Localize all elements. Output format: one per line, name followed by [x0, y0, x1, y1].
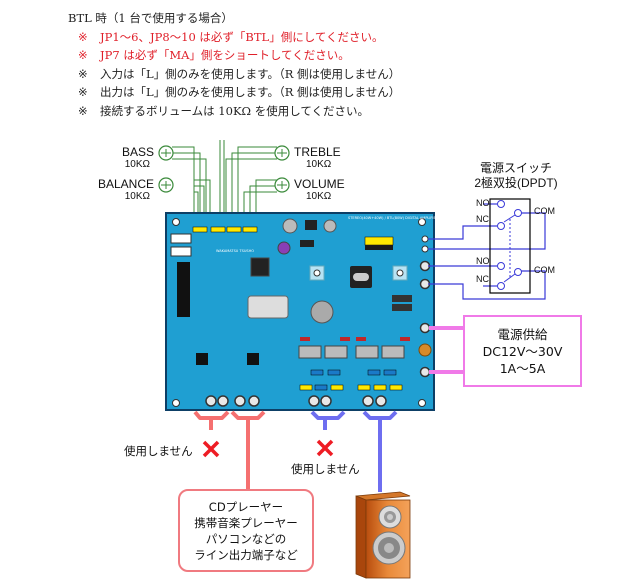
- switch-title: 電源スイッチ: [480, 161, 552, 175]
- notes-heading: BTL 時（1 台で使用する場合）: [68, 11, 233, 25]
- input-jacks: [205, 395, 260, 407]
- audio-source-box: CDプレーヤー 携帯音楽プレーヤー パソコンなどの ライン出力端子など: [178, 489, 314, 572]
- power-current: 1A～5A: [499, 360, 546, 376]
- dpdt-switch: 電源スイッチ 2極双投(DPDT) NO NC COM NO NC COM: [474, 161, 558, 294]
- source-line: CDプレーヤー: [208, 499, 284, 514]
- switch-nc-top: NC: [476, 214, 489, 224]
- input-wires: [193, 410, 266, 490]
- output-wires: [310, 410, 398, 492]
- board-label: STEREO(40W+40W) / BTL(80W) DIGITAL AMPLI…: [348, 216, 439, 220]
- notes: BTL 時（1 台で使用する場合） ※JP1～6、JP8～10 は必ず「BTL」…: [68, 9, 400, 120]
- pot-volume: VOLUME 10KΩ: [274, 177, 345, 202]
- note-item: ※入力は「L」側のみを使用します。（R 側は使用しません）: [78, 66, 401, 81]
- source-line: 携帯音楽プレーヤー: [194, 515, 298, 530]
- power-wires: [429, 326, 463, 374]
- unused-output-x-icon: [316, 439, 334, 457]
- pot-volume-name: VOLUME: [294, 177, 345, 191]
- note-item: ※JP7 は必ず「MA」側をショートしてください。: [78, 48, 350, 62]
- speaker-icon: [355, 491, 411, 579]
- switch-nc-bottom: NC: [476, 274, 489, 284]
- pot-treble: TREBLE 10KΩ: [274, 145, 341, 170]
- source-line: パソコンなどの: [205, 531, 287, 546]
- switch-com-top: COM: [534, 206, 555, 216]
- power-voltage: DC12V～30V: [482, 343, 563, 359]
- unused-output-label: 使用しません: [291, 462, 360, 476]
- switch-no-bottom: NO: [476, 256, 490, 266]
- pot-wires: [172, 140, 277, 218]
- power-supply-box: 電源供給 DC12V～30V 1A～5A: [463, 315, 582, 387]
- power-title: 電源供給: [497, 326, 548, 342]
- source-line: ライン出力端子など: [194, 547, 298, 562]
- switch-subtitle: 2極双投(DPDT): [474, 175, 557, 190]
- pot-balance: BALANCE 10KΩ: [98, 177, 174, 202]
- switch-com-top: COM: [534, 265, 555, 275]
- board-maker: WAKAMATSU TSUSHO: [216, 249, 254, 253]
- note-item: ※出力は「L」側のみを使用します。（R 側は使用しません）: [78, 85, 401, 99]
- pot-bass-value: 10KΩ: [125, 159, 151, 170]
- amplifier-board: STEREO(40W+40W) / BTL(80W) DIGITAL AMPLI…: [165, 212, 439, 411]
- pot-bass: BASS 10KΩ: [122, 145, 174, 170]
- note-item: ※JP1～6、JP8～10 は必ず「BTL」側にしてください。: [78, 29, 384, 44]
- pot-balance-value: 10KΩ: [125, 191, 151, 202]
- switch-wires: [428, 203, 546, 300]
- unused-input-x-icon: [202, 440, 220, 458]
- unused-input-label: 使用しません: [124, 444, 193, 458]
- note-item: ※接続するボリュームは 10KΩ を使用してください。: [78, 103, 370, 118]
- pot-treble-value: 10KΩ: [306, 159, 332, 170]
- pot-bass-name: BASS: [122, 145, 154, 159]
- switch-no-top: NO: [476, 198, 490, 208]
- pot-treble-name: TREBLE: [294, 145, 341, 159]
- pot-balance-name: BALANCE: [98, 177, 154, 191]
- output-jacks: [308, 395, 387, 407]
- pot-volume-value: 10KΩ: [306, 191, 332, 202]
